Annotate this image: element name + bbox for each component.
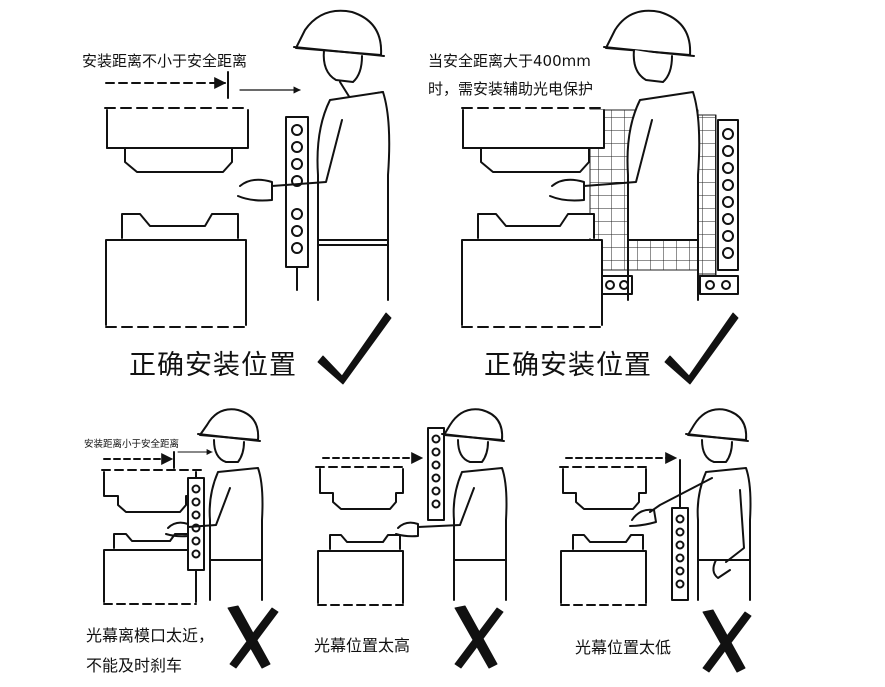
light-curtain-bar xyxy=(671,459,689,601)
light-curtain-bar xyxy=(717,119,739,271)
press-upper-die xyxy=(559,466,649,510)
cross-mark-icon xyxy=(454,605,504,669)
operator-figure xyxy=(629,408,752,601)
operator-figure xyxy=(165,408,264,601)
caption-cannot-brake: 不能及时刹车 xyxy=(86,656,183,675)
check-mark-icon xyxy=(664,312,739,385)
panel-top-right xyxy=(461,9,739,385)
press-lower-die xyxy=(105,213,247,328)
press-lower-die xyxy=(560,534,647,606)
annotation-distance-over-400mm: 当安全距离大于400mm xyxy=(428,52,591,70)
bottom-light-curtain xyxy=(601,275,739,295)
title-correct-position: 正确安装位置 xyxy=(129,350,297,381)
panel-bottom-left xyxy=(101,408,279,669)
panel-bottom-right xyxy=(559,408,752,673)
press-upper-die xyxy=(461,107,606,173)
panel-top-left xyxy=(104,9,392,385)
press-lower-die xyxy=(317,534,404,606)
press-lower-die xyxy=(461,213,603,328)
annotation-auxiliary-protection: 时，需安装辅助光电保护 xyxy=(428,80,594,98)
safety-distance-arrow xyxy=(105,71,301,99)
caption-curtain-too-high: 光幕位置太高 xyxy=(314,636,411,655)
title-correct-position: 正确安装位置 xyxy=(484,350,652,381)
light-curtain-bar xyxy=(427,427,445,521)
operator-figure xyxy=(395,408,508,601)
cross-mark-icon xyxy=(702,609,752,673)
panel-bottom-middle xyxy=(315,408,508,669)
press-upper-die xyxy=(315,466,404,510)
caption-curtain-too-low: 光幕位置太低 xyxy=(575,638,672,657)
cross-mark-icon xyxy=(227,605,279,669)
caption-too-close: 光幕离模口太近， xyxy=(86,626,215,645)
annotation-install-distance: 安装距离不小于安全距离 xyxy=(82,52,248,70)
operator-figure xyxy=(237,9,391,301)
press-lower-die xyxy=(103,533,197,605)
check-mark-icon xyxy=(317,312,392,385)
light-curtain-bar xyxy=(285,116,309,291)
safety-distance-arrow xyxy=(103,449,213,469)
press-upper-die xyxy=(104,107,249,173)
annotation-distance-too-small: 安装距离小于安全距离 xyxy=(84,439,180,450)
light-curtain-bar xyxy=(187,477,205,586)
operator-figure xyxy=(549,9,701,301)
